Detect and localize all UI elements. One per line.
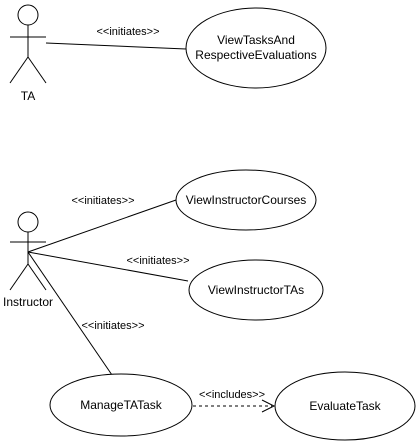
stick-figure-icon <box>9 4 47 84</box>
actor-instructor[interactable]: Instructor <box>3 211 53 309</box>
actor-label: Instructor <box>3 295 53 309</box>
use-case-label: ViewInstructorCourses <box>186 193 307 207</box>
use-case-evaluate-task[interactable]: EvaluateTask <box>274 371 416 441</box>
stereotype-label: <<initiates>> <box>82 320 145 332</box>
relation-instructor-view-courses <box>27 199 177 253</box>
actor-label: TA <box>21 89 35 103</box>
use-case-view-instructor-tas[interactable]: ViewInstructorTAs <box>188 259 324 321</box>
relation-instructor-view-tas <box>27 251 189 282</box>
actor-ta[interactable]: TA <box>9 4 47 103</box>
includes-arrowhead-icon <box>261 399 276 413</box>
stereotype-label: <<initiates>> <box>72 195 135 207</box>
use-case-label: ViewInstructorTAs <box>208 283 304 297</box>
stereotype-label: <<initiates>> <box>97 26 160 38</box>
relation-ta-view-tasks <box>45 42 187 50</box>
stereotype-label: <<initiates>> <box>127 255 190 267</box>
stereotype-label: <<includes>> <box>199 389 265 401</box>
use-case-label: EvaluateTask <box>309 399 381 413</box>
use-case-manage-ta-task[interactable]: ManageTATask <box>49 373 193 437</box>
stick-figure-icon <box>9 211 47 291</box>
use-case-label: RespectiveEvaluations <box>195 48 316 62</box>
use-case-label: ViewTasksAnd <box>217 33 295 47</box>
use-case-view-instructor-courses[interactable]: ViewInstructorCourses <box>175 169 317 231</box>
use-case-label: ManageTATask <box>80 398 163 412</box>
relation-instructor-manage-task <box>27 251 113 376</box>
use-case-view-tasks-and-evaluations[interactable]: ViewTasksAnd RespectiveEvaluations <box>185 7 327 89</box>
